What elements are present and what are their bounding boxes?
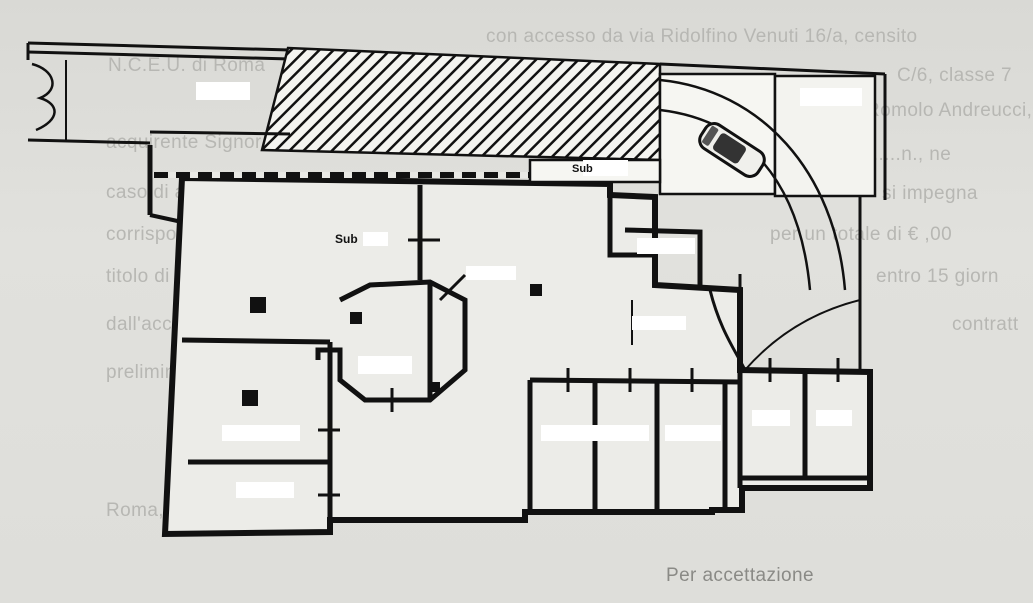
redaction-patch: [196, 82, 250, 100]
redaction-patch: [637, 238, 695, 254]
ghost-text-line: con accesso da via Ridolfino Venuti 16/a…: [486, 26, 918, 47]
street-access: [26, 41, 291, 145]
redaction-patch: [222, 425, 300, 441]
interior-walls: [181, 185, 870, 520]
ghost-text-line: entro 15 giorn: [876, 266, 999, 287]
ghost-text-line: Per accettazione: [666, 565, 814, 586]
pillars: [242, 284, 542, 406]
redaction-patch: [466, 266, 516, 280]
redaction-patch: [800, 88, 862, 106]
redaction-patch: [363, 232, 388, 246]
dashed-wall: [150, 172, 610, 178]
redaction-patch: [665, 425, 721, 441]
room-label-sub: Sub: [335, 232, 358, 246]
redaction-patch: [752, 410, 790, 426]
redaction-patch: [541, 425, 649, 441]
door-ticks: [318, 238, 840, 497]
redaction-patch: [816, 410, 852, 426]
car-icon: [698, 122, 766, 178]
redaction-patch: [632, 316, 686, 330]
redaction-patch: [358, 356, 412, 374]
redaction-patch: [583, 160, 628, 176]
ramp-hatched: [260, 46, 662, 162]
building-outline: [161, 174, 873, 538]
ghost-text-line: Romolo Andreucci,: [866, 100, 1033, 121]
ghost-text-line: C/6, classe 7: [897, 65, 1013, 86]
ghost-text-line: si impegna: [882, 183, 978, 204]
room-label-sub-top: Sub: [572, 163, 593, 175]
ghost-text-line: N.C.E.U. di Roma: [108, 55, 266, 76]
ghost-text-line: contratt: [952, 314, 1019, 335]
redaction-patch: [236, 482, 294, 498]
